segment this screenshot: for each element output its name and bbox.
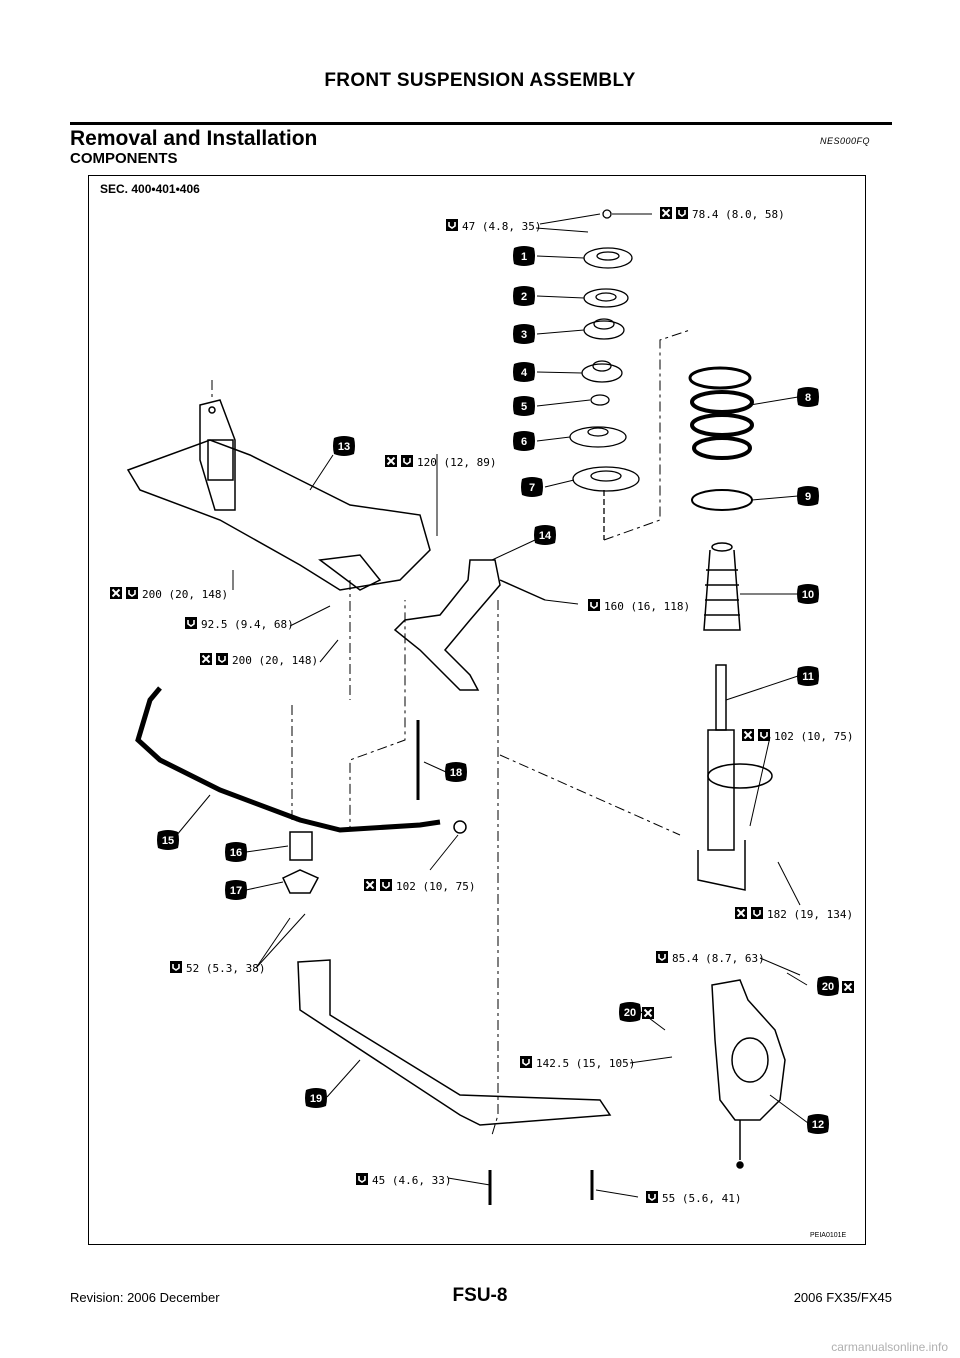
torque-wrench-icon [587,598,601,612]
torque-wrench-icon [355,1172,369,1186]
torque-wrench-icon [379,878,393,892]
callout-number: 13 [338,441,350,453]
torque-wrench-icon [125,586,139,600]
page-number: FSU-8 [452,1285,508,1306]
leader-lines [175,213,809,1198]
callout-number: 20 [624,1007,636,1019]
section-number-label: SEC. 400•401•406 [100,182,200,196]
steering-knuckle [711,979,786,1169]
torque-label: 85.4 (8.7, 63) [672,952,765,965]
section-code: NES000FQ [820,136,871,146]
torque-label: 102 (10, 75) [396,880,475,893]
transverse-link [393,559,546,691]
subsection-title: COMPONENTS [70,150,178,167]
torque-label: 200 (20, 148) [142,588,228,601]
callout-number: 16 [230,847,242,859]
replace-icon [109,586,123,600]
callout-number: 17 [230,885,242,897]
torque-label: 92.5 (9.4, 68) [201,618,294,631]
torque-wrench-icon [215,652,229,666]
figure-id: PEIA0101E [810,1232,847,1239]
model-name: 2006 FX35/FX45 [793,1290,892,1305]
torque-wrench-icon [757,728,771,742]
torque-label: 78.4 (8.0, 58) [692,208,785,221]
coil-spring [688,366,754,511]
torque-wrench-icon [750,906,764,920]
torque-labels: 47 (4.8, 35) 78.4 (8.0, 58) 120 (12, 89)… [109,206,853,1205]
callout-number: 18 [450,767,462,779]
callout-number: 4 [521,367,528,379]
torque-label: 45 (4.6, 33) [372,1174,451,1187]
torque-label: 182 (19, 134) [767,908,853,921]
callout-number: 6 [521,436,527,448]
callout-number: 2 [521,291,527,303]
callout-number: 11 [802,671,814,683]
callout-number: 15 [162,835,174,847]
stabilizer-bar [135,686,441,833]
front-suspension-member [126,399,431,591]
torque-label: 160 (16, 118) [604,600,690,613]
callout-number: 20 [822,981,834,993]
page-title: FRONT SUSPENSION ASSEMBLY [324,70,636,91]
replace-icon [641,1006,655,1020]
callout-number: 12 [812,1119,824,1131]
diagram-frame [88,175,866,1245]
torque-label: 200 (20, 148) [232,654,318,667]
torque-wrench-icon [169,960,183,974]
callout-number: 5 [521,401,527,413]
header-rule [70,122,892,125]
stabilizer-parts [282,720,467,894]
torque-label: 142.5 (15, 105) [536,1057,635,1070]
assembly-guide-lines [211,329,691,1136]
callout-number: 14 [539,530,552,542]
strut-mount-parts [569,209,640,540]
callout-number: 9 [805,491,811,503]
torque-wrench-icon [519,1055,533,1069]
watermark: carmanualsonline.info [831,1340,948,1354]
torque-label: 102 (10, 75) [774,730,853,743]
replace-icon [659,206,673,220]
callout-number: 7 [529,482,535,494]
replace-icon [199,652,213,666]
torque-wrench-icon [655,950,669,964]
torque-label: 47 (4.8, 35) [462,220,541,233]
dust-boot [703,542,741,631]
torque-label: 120 (12, 89) [417,456,496,469]
callout-number: 1 [521,251,527,263]
torque-wrench-icon [675,206,689,220]
torque-wrench-icon [400,454,414,468]
replace-icon [841,980,855,994]
front-lower-crossmember [297,959,612,1205]
torque-wrench-icon [184,616,198,630]
torque-wrench-icon [445,218,459,232]
callout-number: 10 [802,589,814,601]
callout-number: 19 [310,1093,322,1105]
torque-wrench-icon [645,1190,659,1204]
torque-label: 52 (5.3, 38) [186,962,265,975]
callout-number: 8 [805,392,811,404]
strut-assembly [697,664,773,891]
callout-number: 3 [521,329,527,341]
callout-badges: 1 2 3 4 5 6 7 8 9 10 11 12 13 14 15 16 1… [157,246,839,1134]
revision-date: Revision: 2006 December [70,1290,220,1305]
torque-label: 55 (5.6, 41) [662,1192,741,1205]
section-title: Removal and Installation [70,127,318,150]
replace-icon [734,906,748,920]
replace-icon [363,878,377,892]
replace-icon [384,454,398,468]
replace-icon [741,728,755,742]
